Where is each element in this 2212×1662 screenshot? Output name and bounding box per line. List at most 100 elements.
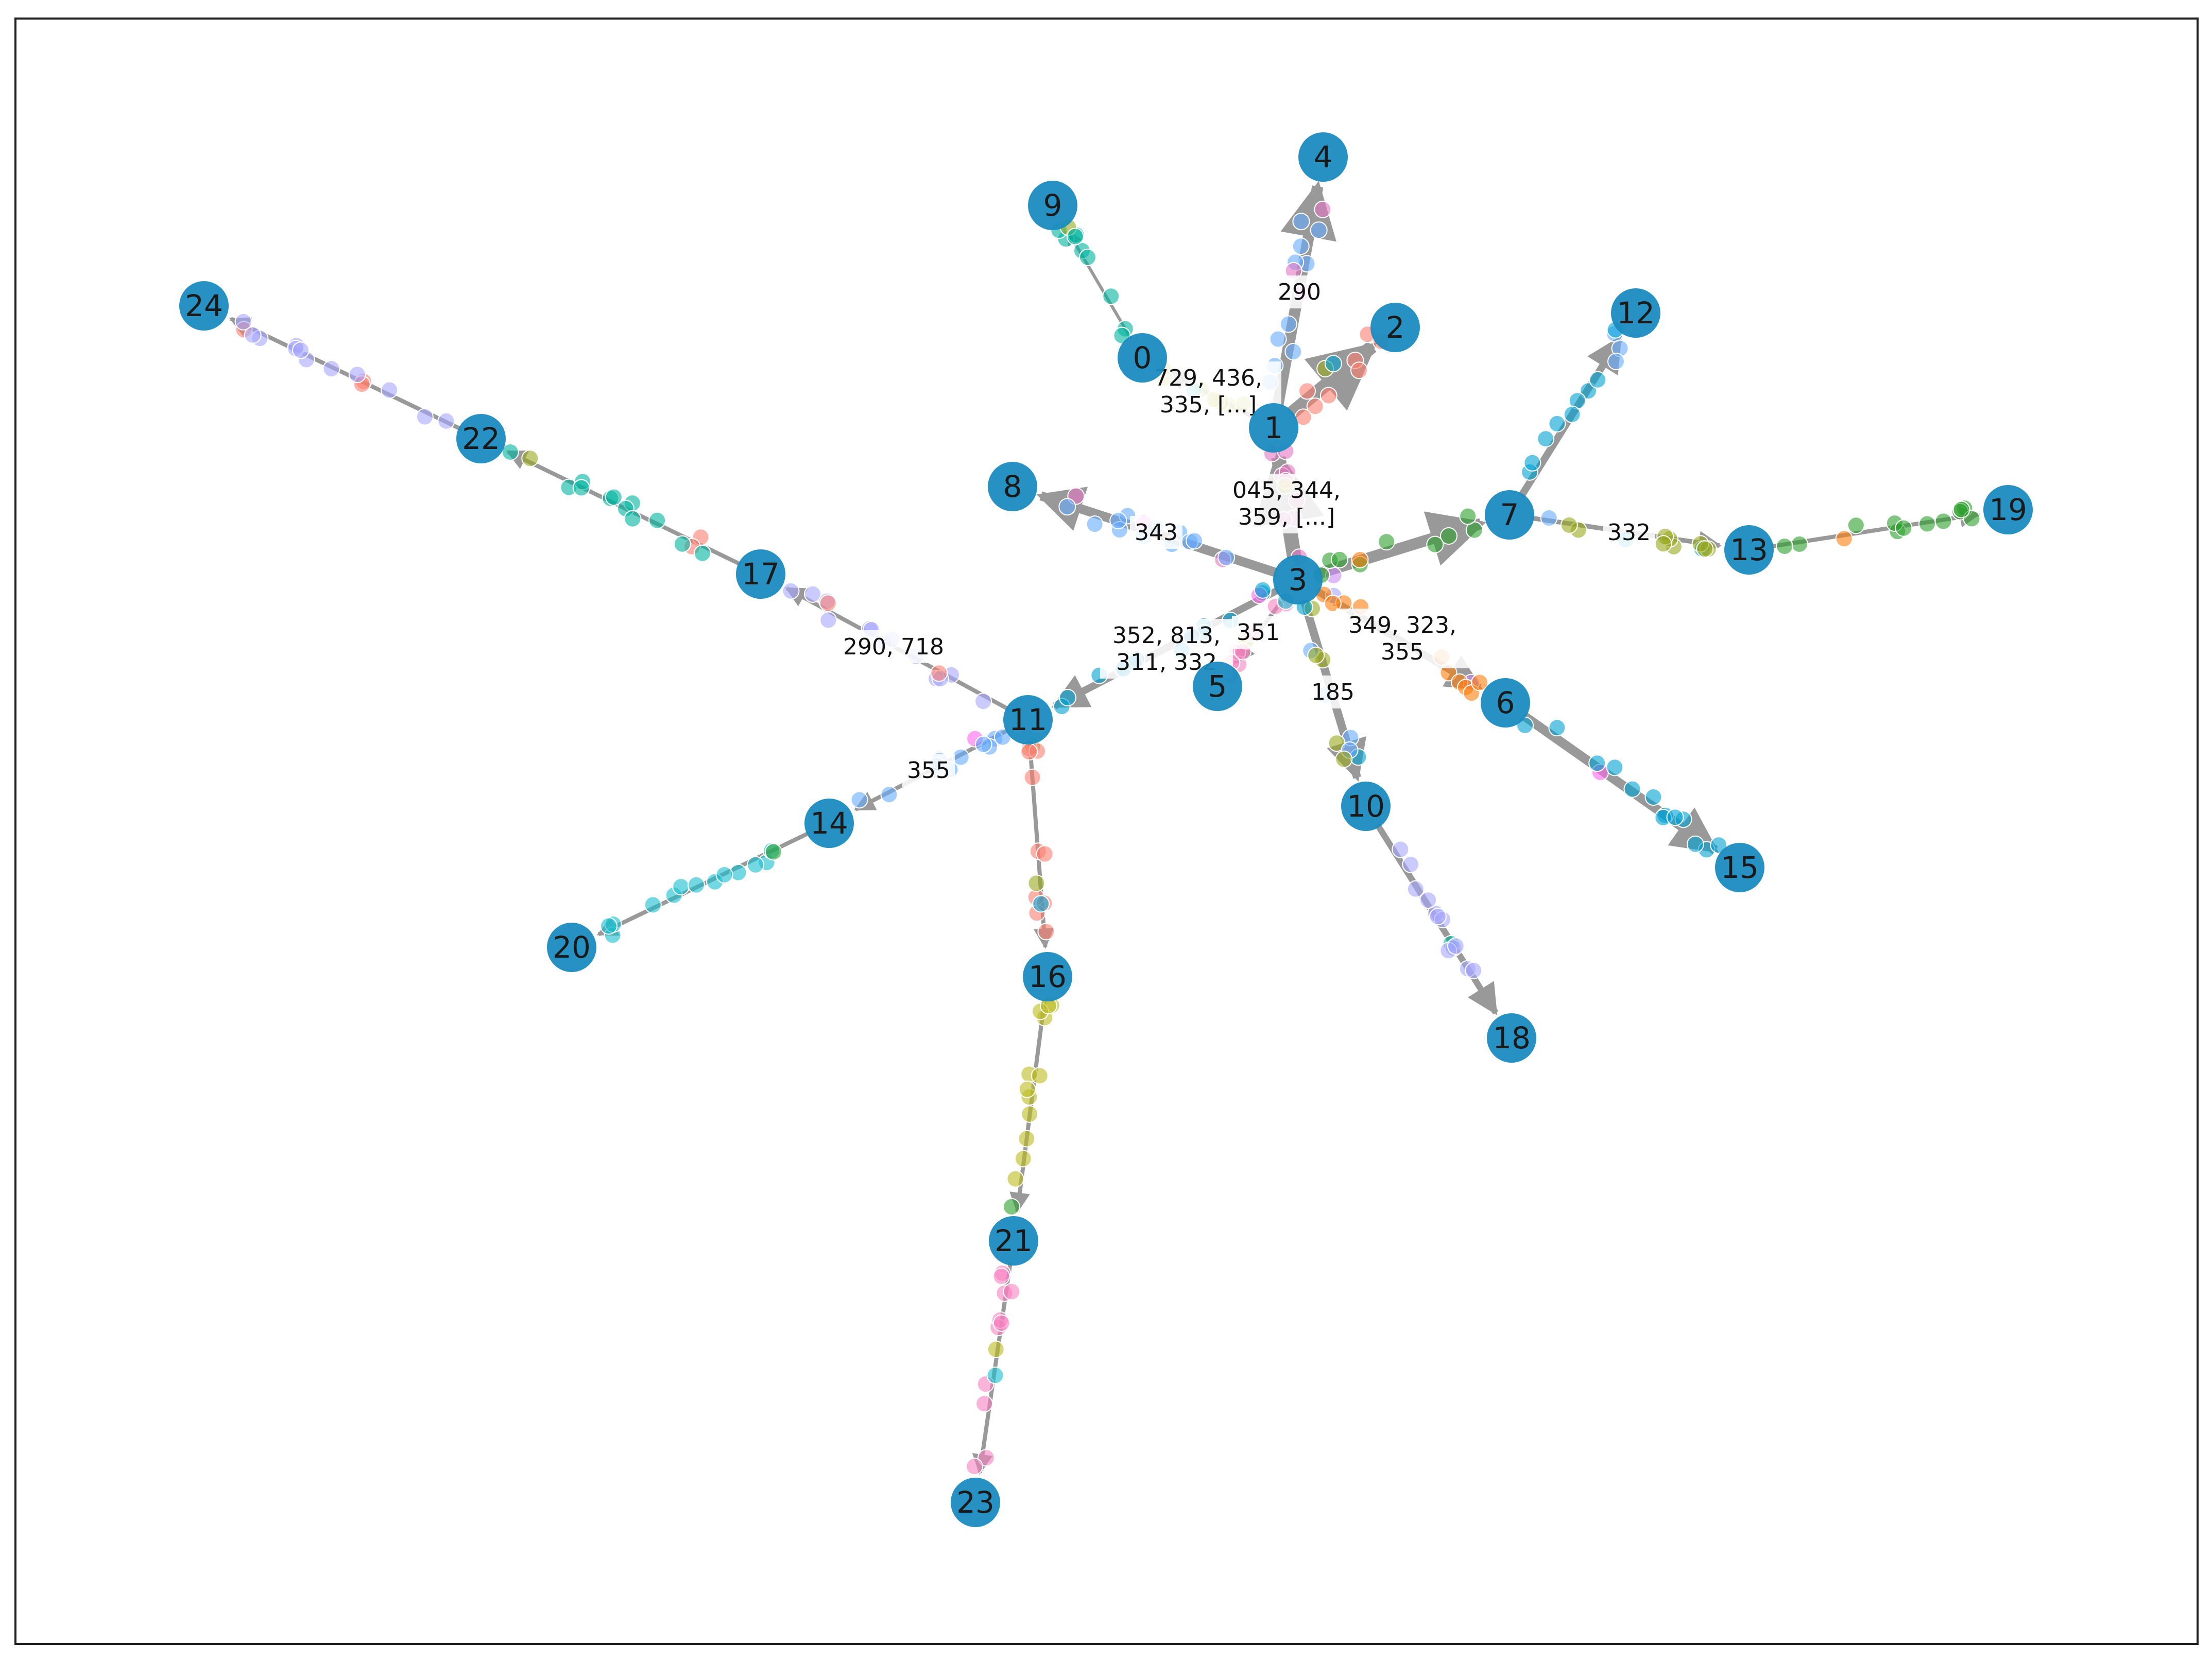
edge-label-bg bbox=[1307, 676, 1359, 708]
node-label: 13 bbox=[1730, 532, 1768, 567]
cell-point bbox=[687, 876, 705, 894]
cell-point bbox=[1314, 200, 1332, 218]
cell-point bbox=[1606, 758, 1624, 776]
cell-point bbox=[1218, 548, 1235, 566]
cell-point bbox=[1284, 343, 1302, 360]
cell-point bbox=[1523, 454, 1541, 472]
node-circle bbox=[1023, 952, 1072, 1001]
cell-point bbox=[1378, 533, 1396, 551]
node-label: 8 bbox=[1003, 469, 1022, 504]
edges-layer bbox=[229, 181, 1981, 1475]
node-5: 5 bbox=[1193, 662, 1242, 711]
cell-point bbox=[1018, 1080, 1036, 1098]
cell-point bbox=[1686, 835, 1704, 853]
node-15: 15 bbox=[1715, 843, 1764, 892]
cell-point bbox=[1306, 397, 1324, 416]
cell-point bbox=[747, 856, 764, 874]
cell-point bbox=[1710, 836, 1728, 854]
cell-point bbox=[1031, 1067, 1049, 1085]
cell-point bbox=[1351, 551, 1369, 568]
node-17: 17 bbox=[736, 549, 785, 599]
cell-point bbox=[966, 1458, 983, 1476]
cell-point bbox=[1540, 509, 1558, 527]
cells-layer bbox=[234, 200, 1981, 1476]
node-label: 14 bbox=[810, 806, 848, 841]
node-circle bbox=[989, 1216, 1038, 1266]
node-18: 18 bbox=[1487, 1013, 1536, 1063]
node-label: 10 bbox=[1347, 789, 1385, 824]
cell-point bbox=[1666, 808, 1684, 826]
edge-label-bg bbox=[1213, 474, 1360, 533]
node-19: 19 bbox=[1983, 485, 2033, 534]
cell-point bbox=[1589, 371, 1607, 389]
edge-label-bg bbox=[834, 630, 953, 663]
cell-point bbox=[819, 611, 837, 629]
cell-point bbox=[974, 693, 992, 711]
cell-point bbox=[1447, 937, 1465, 955]
cell-point bbox=[1058, 498, 1076, 516]
node-circle bbox=[736, 549, 785, 599]
cell-point bbox=[648, 511, 666, 529]
cell-point bbox=[1023, 768, 1041, 786]
node-label: 19 bbox=[1989, 492, 2027, 527]
node-circle bbox=[1003, 695, 1053, 745]
node-13: 13 bbox=[1724, 525, 1774, 575]
cell-point bbox=[322, 360, 340, 378]
node-22: 22 bbox=[456, 414, 506, 463]
cell-point bbox=[1086, 515, 1104, 533]
edge-label-bg bbox=[1336, 609, 1469, 668]
node-16: 16 bbox=[1023, 952, 1072, 1001]
cell-point bbox=[1014, 1150, 1032, 1168]
cell-point bbox=[1032, 895, 1050, 913]
cell-point bbox=[644, 896, 662, 914]
node-2: 2 bbox=[1370, 303, 1420, 352]
edge-label-3-5: 351 bbox=[1237, 619, 1280, 646]
cell-point bbox=[1350, 361, 1368, 379]
cell-point bbox=[1934, 512, 1952, 530]
cell-point bbox=[1426, 535, 1444, 553]
node-7: 7 bbox=[1485, 490, 1534, 540]
cell-point bbox=[992, 1267, 1010, 1285]
cell-point bbox=[1537, 430, 1555, 448]
cell-point bbox=[880, 786, 898, 804]
node-circle bbox=[951, 1478, 1000, 1527]
node-circle bbox=[179, 281, 229, 331]
node-6: 6 bbox=[1481, 678, 1530, 728]
node-14: 14 bbox=[804, 799, 854, 848]
node-label: 18 bbox=[1493, 1020, 1531, 1055]
edge-label-bg bbox=[902, 754, 955, 787]
edge-label-bg bbox=[1232, 616, 1284, 649]
cell-point bbox=[1623, 780, 1641, 798]
node-circle bbox=[988, 462, 1037, 511]
cell-point bbox=[1607, 353, 1625, 370]
node-23: 23 bbox=[951, 1478, 1000, 1527]
edge-label-3-8: 343 bbox=[1135, 520, 1178, 546]
edge-label-bg bbox=[1130, 516, 1182, 549]
node-1: 1 bbox=[1249, 403, 1298, 453]
node-0: 0 bbox=[1118, 333, 1167, 383]
cell-point bbox=[1548, 719, 1566, 737]
node-21: 21 bbox=[989, 1216, 1038, 1266]
cell-point bbox=[672, 878, 690, 896]
node-label: 1 bbox=[1264, 410, 1283, 445]
node-label: 12 bbox=[1617, 296, 1655, 331]
edge-labels-layer: 045, 344,359, [...]729, 436,335, [...]29… bbox=[834, 275, 1655, 787]
cell-point bbox=[1254, 581, 1272, 599]
cell-point bbox=[292, 341, 310, 359]
cell-point bbox=[1952, 500, 1970, 518]
edge-label-11-14: 355 bbox=[907, 757, 950, 784]
node-circle bbox=[456, 414, 506, 463]
node-circle bbox=[1118, 333, 1167, 383]
cell-point bbox=[1003, 1283, 1021, 1301]
node-3: 3 bbox=[1273, 555, 1323, 604]
node-label: 9 bbox=[1043, 188, 1062, 223]
cell-point bbox=[715, 866, 733, 884]
node-9: 9 bbox=[1028, 181, 1077, 230]
node-circle bbox=[1715, 843, 1764, 892]
cell-point bbox=[1563, 405, 1581, 423]
edge-label-bg bbox=[1603, 516, 1655, 549]
cell-point bbox=[1307, 646, 1325, 664]
cell-point bbox=[348, 366, 366, 384]
node-circle bbox=[1487, 1013, 1536, 1063]
